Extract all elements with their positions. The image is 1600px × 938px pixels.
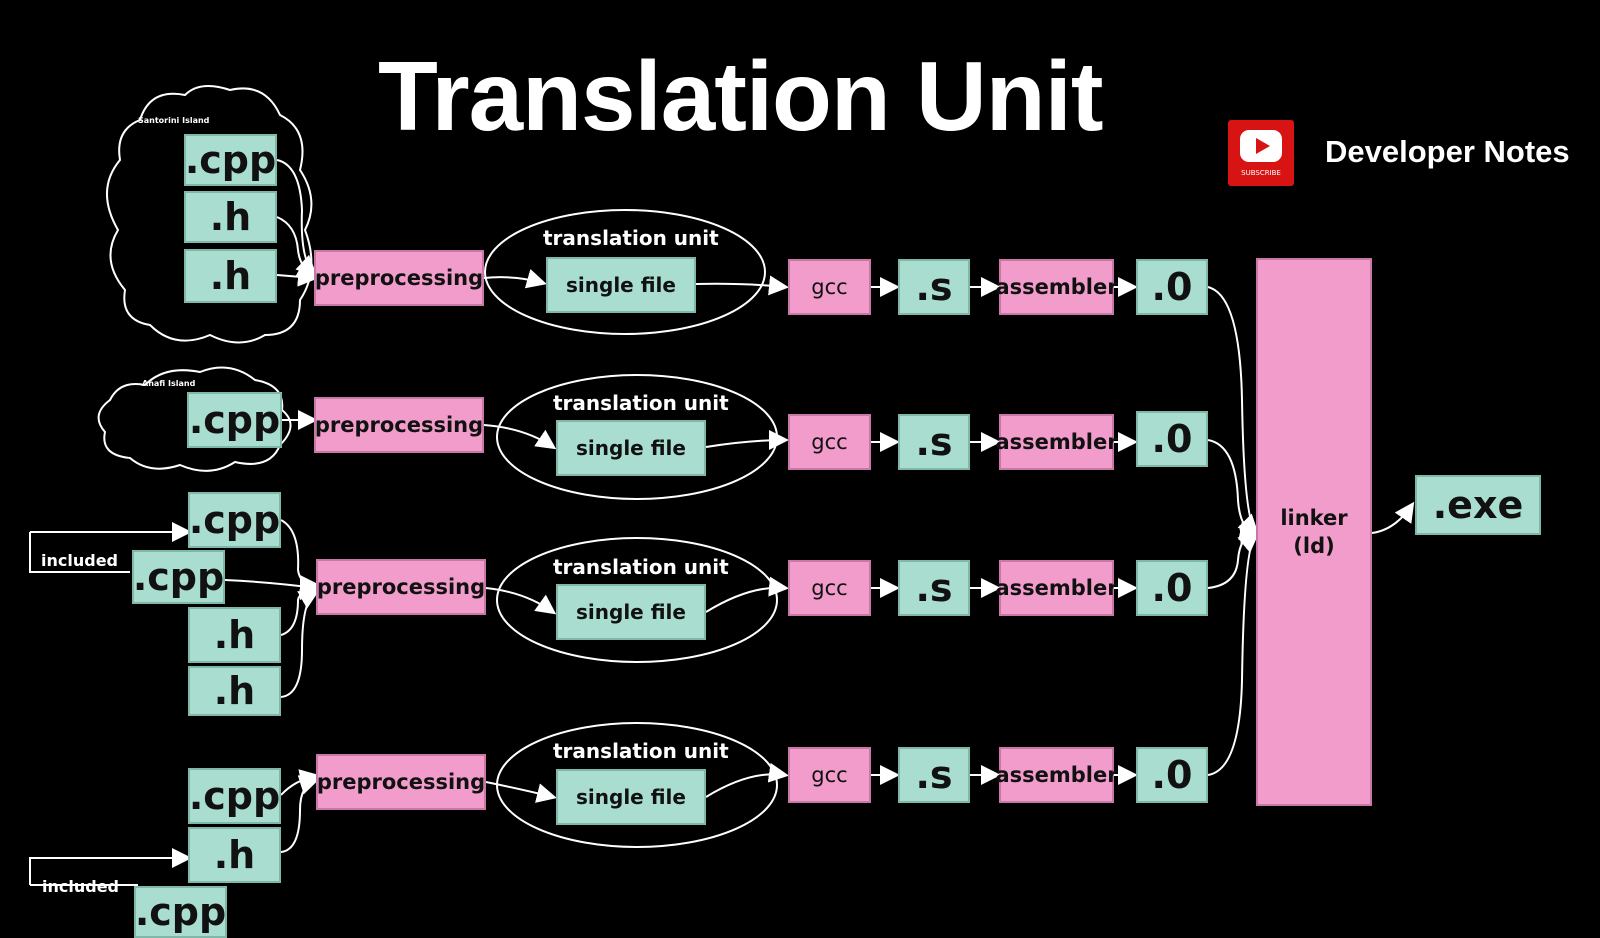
assembler-step: assembler [995, 560, 1118, 616]
youtube-subscribe-icon[interactable]: SUBSCRIBE [1228, 120, 1294, 186]
cloud-label-santorini: Santorini Island [138, 116, 210, 125]
assembler-step: assembler [995, 747, 1118, 803]
play-icon [1240, 130, 1282, 162]
object-file-o: .0 [1136, 259, 1208, 315]
file-cpp: .cpp [188, 492, 281, 548]
included-label: included [42, 877, 119, 896]
translation-unit-label: translation unit [553, 555, 729, 579]
tu-ellipse-1 [484, 209, 766, 335]
assembly-file-s: .s [898, 259, 970, 315]
tu-ellipse-3 [496, 537, 778, 663]
single-file-box: single file [556, 584, 706, 640]
gcc-step: gcc [788, 747, 871, 803]
assembly-file-s: .s [898, 560, 970, 616]
file-cpp: .cpp [188, 768, 281, 824]
assembler-step: assembler [995, 259, 1118, 315]
gcc-step: gcc [788, 259, 871, 315]
translation-unit-label: translation unit [553, 391, 729, 415]
file-cpp: .cpp [184, 134, 277, 186]
file-h: .h [184, 249, 277, 303]
subscribe-label: SUBSCRIBE [1241, 169, 1281, 177]
linker-ld-label: (ld) [1293, 534, 1335, 558]
translation-unit-label: translation unit [543, 226, 719, 250]
linker-step: linker (ld) [1256, 258, 1372, 806]
page-title: Translation Unit [378, 41, 1104, 151]
preprocessing-step: preprocessing [316, 559, 486, 615]
file-h: .h [184, 191, 277, 243]
assembly-file-s: .s [898, 747, 970, 803]
file-cpp: .cpp [187, 392, 282, 448]
translation-unit-label: translation unit [553, 739, 729, 763]
included-label: included [41, 551, 118, 570]
cloud-santorini [106, 85, 313, 344]
preprocessing-step: preprocessing [314, 397, 484, 453]
file-h: .h [188, 607, 281, 663]
single-file-box: single file [546, 257, 696, 313]
object-file-o: .0 [1136, 411, 1208, 467]
file-cpp-included: .cpp [134, 886, 227, 938]
file-h: .h [188, 666, 281, 716]
object-file-o: .0 [1136, 560, 1208, 616]
gcc-step: gcc [788, 414, 871, 470]
assembler-step: assembler [995, 414, 1118, 470]
assembly-file-s: .s [898, 414, 970, 470]
linker-label: linker [1280, 506, 1348, 530]
preprocessing-step: preprocessing [314, 250, 484, 306]
gcc-step: gcc [788, 560, 871, 616]
channel-name: Developer Notes [1325, 134, 1570, 169]
executable-exe: .exe [1415, 475, 1541, 535]
file-h: .h [188, 827, 281, 883]
cloud-label-anafi: Anafi Island [142, 379, 196, 388]
file-cpp-included: .cpp [132, 550, 225, 604]
preprocessing-step: preprocessing [316, 754, 486, 810]
object-file-o: .0 [1136, 747, 1208, 803]
single-file-box: single file [556, 420, 706, 476]
single-file-box: single file [556, 769, 706, 825]
